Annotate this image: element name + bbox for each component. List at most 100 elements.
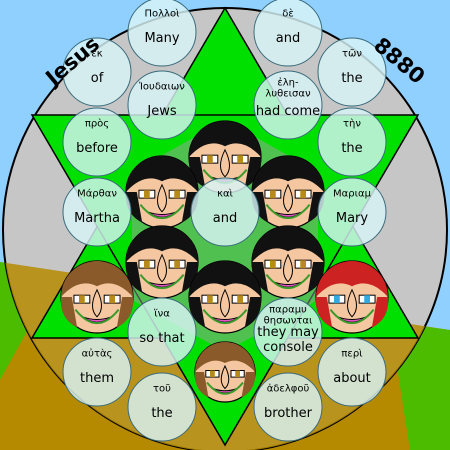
iris [174,260,180,269]
english-word: they may [257,325,319,340]
english-word: had come [256,104,320,119]
word-bubble [253,372,323,442]
english-word: Mary [336,211,369,226]
face-hair [125,262,143,293]
greek-word: πρὸς [85,118,109,130]
greek-word: Μάρθαν [77,188,117,200]
english-word: about [333,371,371,386]
word-circle: ἵνα so that [127,297,197,367]
iris [144,260,150,269]
greek-word: περὶ [341,348,363,360]
word-bubble [253,70,323,140]
iris [235,370,240,378]
beard [74,308,120,325]
nose [92,288,102,318]
face-hair [181,262,199,293]
beard [265,203,311,220]
iris [207,295,213,304]
english-word: them [80,371,114,386]
greek-word: τῶν [342,49,362,60]
iris [207,155,213,164]
nose [220,148,230,178]
iris [300,190,306,199]
word-bubble [62,107,132,177]
greek-word: καὶ [217,188,233,200]
english-word: console [263,340,313,355]
greek-word: ἐλη- [277,76,299,88]
greek-word: ἀδελφοῦ [267,383,310,395]
face-hair [241,372,256,398]
english-word: Martha [74,211,120,226]
greek-word: Μαριαμ [333,189,372,200]
nose [220,364,230,390]
face-hair [315,297,333,328]
face [125,225,199,299]
face-hair [251,262,269,293]
word-bubble [190,177,260,247]
word-bubble [253,0,323,67]
iris [144,190,150,199]
iris [270,190,276,199]
word-bubble [127,297,197,367]
beard [329,308,375,325]
iris [210,370,215,378]
nose [347,288,357,318]
english-word: the [341,71,362,86]
beard [139,203,185,220]
word-bubble [317,107,387,177]
word-circle: τῶν the [317,37,387,107]
iris [270,260,276,269]
word-bubble [317,37,387,107]
english-word: and [213,211,237,226]
nose [157,183,167,213]
iris [300,260,306,269]
greek-word: ἵνα [153,308,170,320]
word-circle: ἀδελφοῦ brother [253,372,323,442]
greek-word: Ἰουδαιων [139,81,185,93]
english-word: so that [139,331,184,346]
english-word: Many [144,31,179,46]
english-word: and [276,31,300,46]
face [251,155,325,229]
english-word: brother [264,406,313,421]
greek-word: Πολλοὶ [145,8,181,20]
face-hair [188,157,206,188]
face-hair [189,121,261,157]
face [125,155,199,229]
face-hair [60,297,78,328]
english-word: the [341,141,362,156]
beard [206,381,244,395]
face-hair [316,261,388,297]
iris [174,190,180,199]
face-hair [126,226,198,262]
word-bubble [127,0,197,67]
word-circle: καὶ and [190,177,260,247]
iris [237,295,243,304]
word-bubble [317,337,387,407]
greek-word: τοῦ [153,384,171,395]
iris [334,295,340,304]
greek-word: παραμυ [269,304,307,315]
greek-word: θησωνται [264,315,313,326]
face [194,341,256,403]
english-word: Jews [146,104,176,119]
beard [265,273,311,290]
word-circle: περὶ about [317,337,387,407]
face [188,260,262,334]
english-word: of [91,71,104,86]
greek-word: τὴν [343,118,361,130]
face-hair [125,192,143,223]
word-bubble [127,372,197,442]
face-hair [252,226,324,262]
